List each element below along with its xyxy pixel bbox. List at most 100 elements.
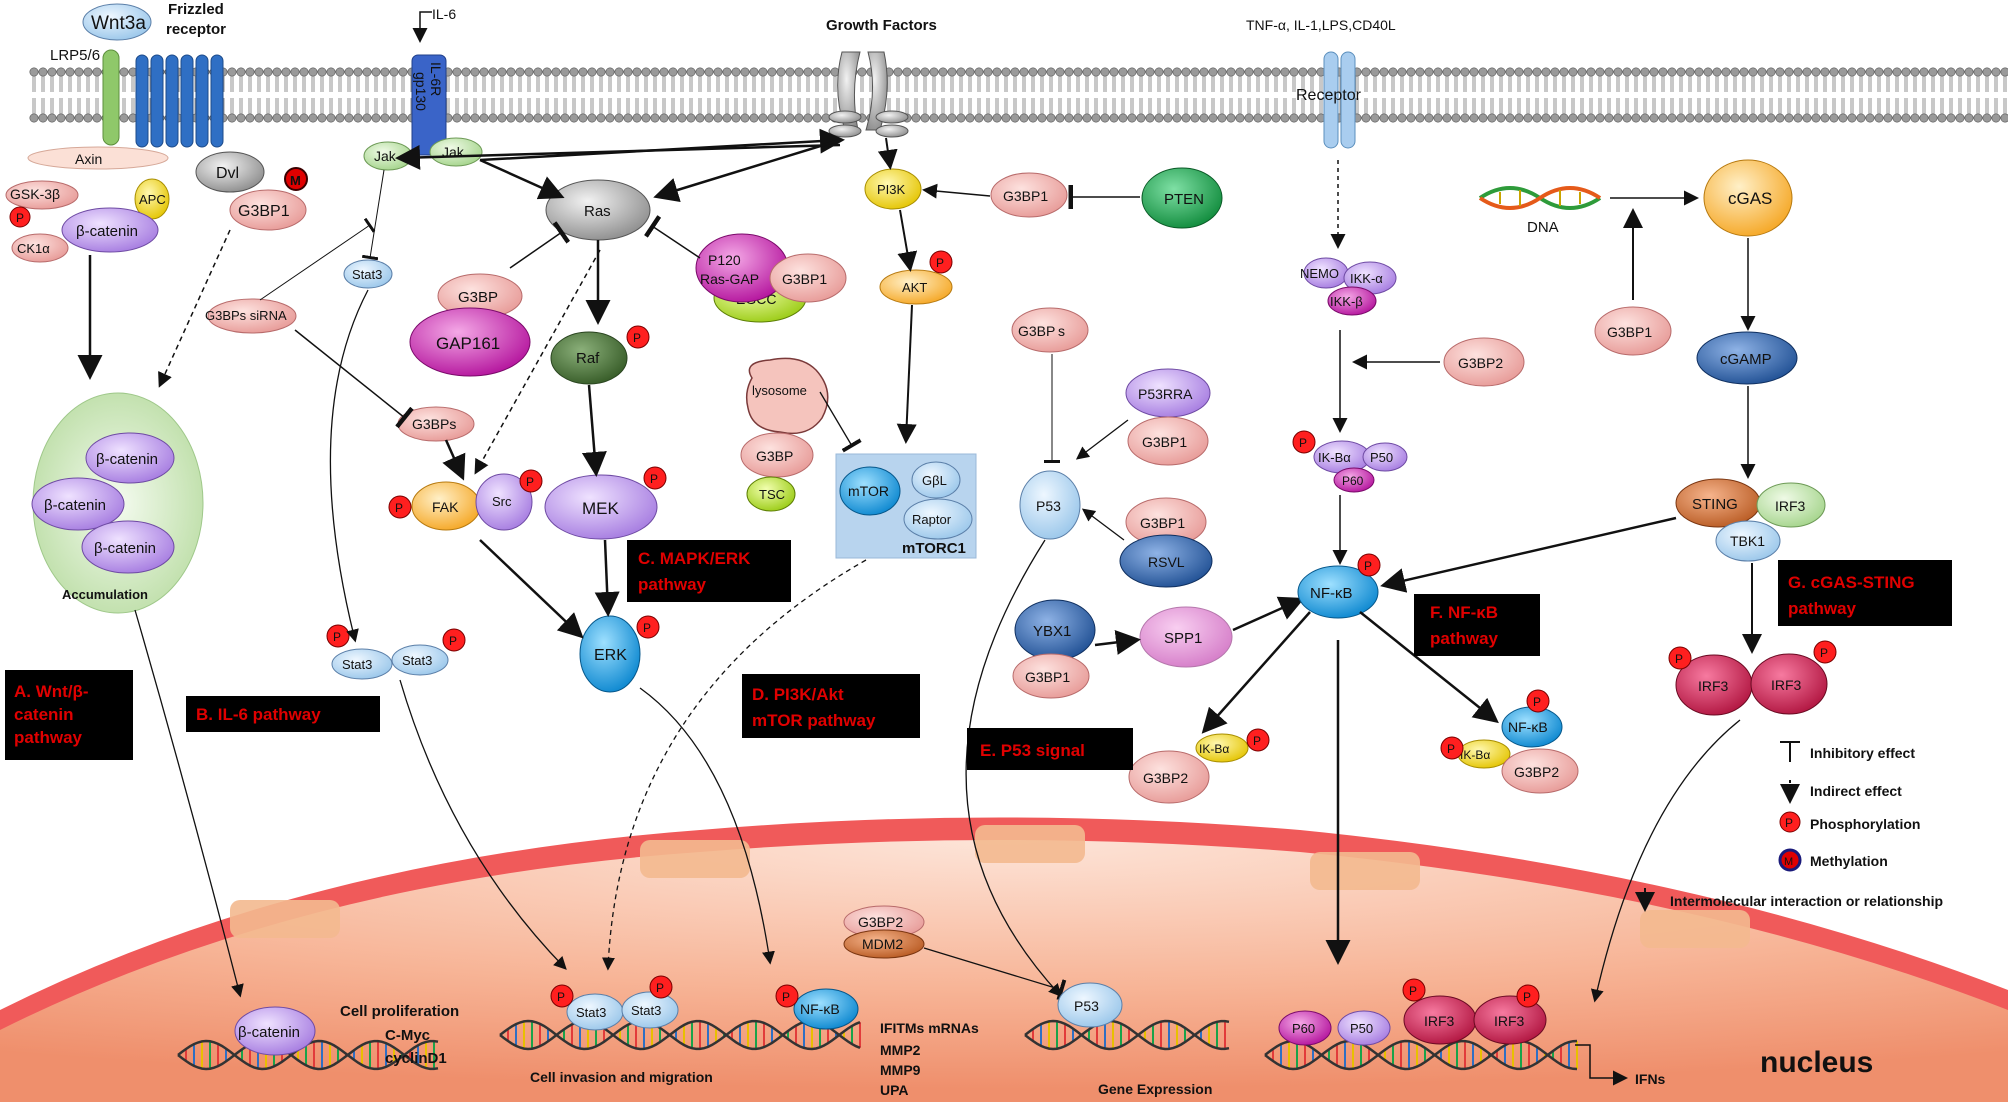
- svg-text:IKK-β: IKK-β: [1330, 294, 1363, 309]
- svg-text:IFNs: IFNs: [1635, 1071, 1666, 1087]
- svg-text:Raf: Raf: [576, 350, 600, 367]
- svg-text:P: P: [1447, 742, 1455, 756]
- svg-text:STING: STING: [1692, 496, 1738, 513]
- svg-text:D. PI3K/Akt: D. PI3K/Akt: [752, 685, 844, 704]
- svg-text:NF-κB: NF-κB: [800, 1001, 840, 1017]
- svg-text:G3BP1: G3BP1: [1607, 324, 1652, 340]
- svg-text:P: P: [650, 472, 658, 486]
- svg-text:PTEN: PTEN: [1164, 191, 1204, 208]
- svg-text:cGAMP: cGAMP: [1720, 351, 1772, 368]
- svg-text:Jak: Jak: [374, 148, 397, 164]
- svg-text:TNF-α, IL-1,LPS,CD40L: TNF-α, IL-1,LPS,CD40L: [1246, 17, 1396, 33]
- svg-text:P: P: [16, 211, 24, 225]
- svg-text:Accumulation: Accumulation: [62, 587, 148, 602]
- svg-text:mTORC1: mTORC1: [902, 540, 966, 557]
- svg-text:G3BP: G3BP: [756, 448, 793, 464]
- nucleus-region: nucleus: [0, 817, 2008, 1102]
- svg-text:P: P: [1299, 436, 1307, 450]
- svg-text:Frizzled: Frizzled: [168, 1, 224, 18]
- svg-text:F. NF-κB: F. NF-κB: [1430, 603, 1498, 622]
- svg-text:G3BP1: G3BP1: [1003, 188, 1048, 204]
- svg-text:M: M: [290, 173, 301, 188]
- svg-text:cyclinD1: cyclinD1: [385, 1050, 447, 1067]
- svg-text:P: P: [449, 634, 457, 648]
- svg-text:P50: P50: [1350, 1021, 1373, 1036]
- svg-text:CK1α: CK1α: [17, 241, 50, 256]
- il6-receptor: IL-6R gp130 IL-6: [411, 6, 456, 156]
- cgas-sting-pathway: DNA cGAS G3BP1 cGAMP STING IRF3 TBK1 IRF…: [1380, 159, 1837, 1003]
- svg-text:G. cGAS-STING: G. cGAS-STING: [1788, 573, 1915, 592]
- svg-text:SPP1: SPP1: [1164, 630, 1202, 647]
- svg-text:Intermolecular interaction or: Intermolecular interaction or relationsh…: [1670, 893, 1943, 909]
- svg-text:IRF3: IRF3: [1698, 678, 1729, 694]
- svg-text:GSK-3β: GSK-3β: [10, 186, 60, 202]
- svg-text:G3BP1: G3BP1: [238, 203, 290, 220]
- svg-text:Cell invasion and migration: Cell invasion and migration: [530, 1069, 713, 1085]
- svg-text:P: P: [557, 990, 565, 1004]
- svg-text:P: P: [1785, 816, 1793, 830]
- dna-icon: [1478, 186, 1602, 210]
- svg-text:IFITMs mRNAs: IFITMs mRNAs: [880, 1020, 979, 1036]
- svg-text:pathway: pathway: [1430, 629, 1499, 648]
- svg-text:IRF3: IRF3: [1771, 677, 1802, 693]
- svg-text:P: P: [643, 621, 651, 635]
- tnf-receptor: TNF-α, IL-1,LPS,CD40L Receptor: [1246, 17, 1396, 149]
- svg-text:P: P: [1675, 652, 1683, 666]
- svg-text:G3BPs siRNA: G3BPs siRNA: [205, 308, 287, 323]
- svg-text:Axin: Axin: [75, 151, 102, 167]
- svg-text:P50: P50: [1370, 450, 1393, 465]
- nfkb-pathway: NEMO IKK-α IKK-β G3BP2 IK-Bα P50 P60 P N…: [1128, 160, 1579, 965]
- svg-text:mTOR pathway: mTOR pathway: [752, 711, 876, 730]
- svg-text:G3BP: G3BP: [458, 289, 498, 306]
- growth-factor-receptor: Growth Factors: [826, 17, 937, 138]
- pathway-labels: A. Wnt/β- catenin pathway B. IL-6 pathwa…: [5, 540, 1952, 770]
- svg-text:IRF3: IRF3: [1424, 1013, 1455, 1029]
- svg-text:G3BPs: G3BPs: [412, 416, 456, 432]
- svg-text:Ras-GAP: Ras-GAP: [700, 271, 759, 287]
- svg-text:NEMO: NEMO: [1300, 266, 1339, 281]
- svg-text:G3BP1: G3BP1: [1142, 434, 1187, 450]
- svg-text:Ras: Ras: [584, 203, 611, 220]
- svg-text:Receptor: Receptor: [1296, 87, 1362, 104]
- svg-text:P: P: [333, 630, 341, 644]
- svg-text:P: P: [936, 256, 944, 270]
- svg-text:P53RRA: P53RRA: [1138, 386, 1193, 402]
- svg-text:M: M: [1784, 856, 1793, 868]
- svg-text:P: P: [1820, 646, 1828, 660]
- svg-text:TBK1: TBK1: [1730, 533, 1765, 549]
- svg-text:P120: P120: [708, 252, 741, 268]
- svg-text:IRF3: IRF3: [1775, 498, 1806, 514]
- svg-text:Src: Src: [492, 494, 512, 509]
- svg-text:P: P: [526, 475, 534, 489]
- p53-pathway: G3BP s P53RRA G3BP1 P53 G3BP1 RSVL YBX1 …: [965, 307, 1305, 997]
- svg-text:IKK-α: IKK-α: [1350, 271, 1383, 286]
- svg-text:NF-κB: NF-κB: [1508, 719, 1548, 735]
- svg-text:PI3K: PI3K: [877, 182, 906, 197]
- methylation-mark: [284, 167, 308, 191]
- svg-text:G3BP2: G3BP2: [1514, 764, 1559, 780]
- svg-text:P60: P60: [1342, 474, 1364, 488]
- svg-text:DNA: DNA: [1527, 219, 1559, 236]
- svg-text:Raptor: Raptor: [912, 512, 952, 527]
- svg-text:MMP9: MMP9: [880, 1062, 921, 1078]
- svg-text:IK-Bα: IK-Bα: [1460, 748, 1490, 762]
- svg-text:G3BP2: G3BP2: [1143, 770, 1188, 786]
- svg-text:P: P: [633, 331, 641, 345]
- svg-text:P60: P60: [1292, 1021, 1315, 1036]
- svg-text:Methylation: Methylation: [1810, 853, 1888, 869]
- svg-text:LRP5/6: LRP5/6: [50, 47, 100, 64]
- svg-text:MEK: MEK: [582, 499, 620, 518]
- pi3k-pathway: PI3K G3BP1 PTEN AKT P lysosome G3BP TSC …: [601, 137, 1223, 971]
- svg-text:Wnt3a: Wnt3a: [91, 13, 146, 34]
- il6-pathway: Jak Jak Stat3 G3BPs siRNA G3BPs FAK Src …: [205, 128, 845, 970]
- wnt3a-ligand: [82, 3, 152, 41]
- nuclear-complexes: β-catenin Cell proliferation C-Myc cycli…: [234, 905, 1666, 1098]
- svg-text:pathway: pathway: [1788, 599, 1857, 618]
- svg-text:P: P: [1253, 734, 1261, 748]
- svg-text:IL-6R: IL-6R: [428, 62, 444, 96]
- svg-text:P53: P53: [1036, 498, 1061, 514]
- svg-text:IRF3: IRF3: [1494, 1013, 1525, 1029]
- svg-text:G3BP1: G3BP1: [1140, 515, 1185, 531]
- svg-text:G3BP1: G3BP1: [1025, 669, 1070, 685]
